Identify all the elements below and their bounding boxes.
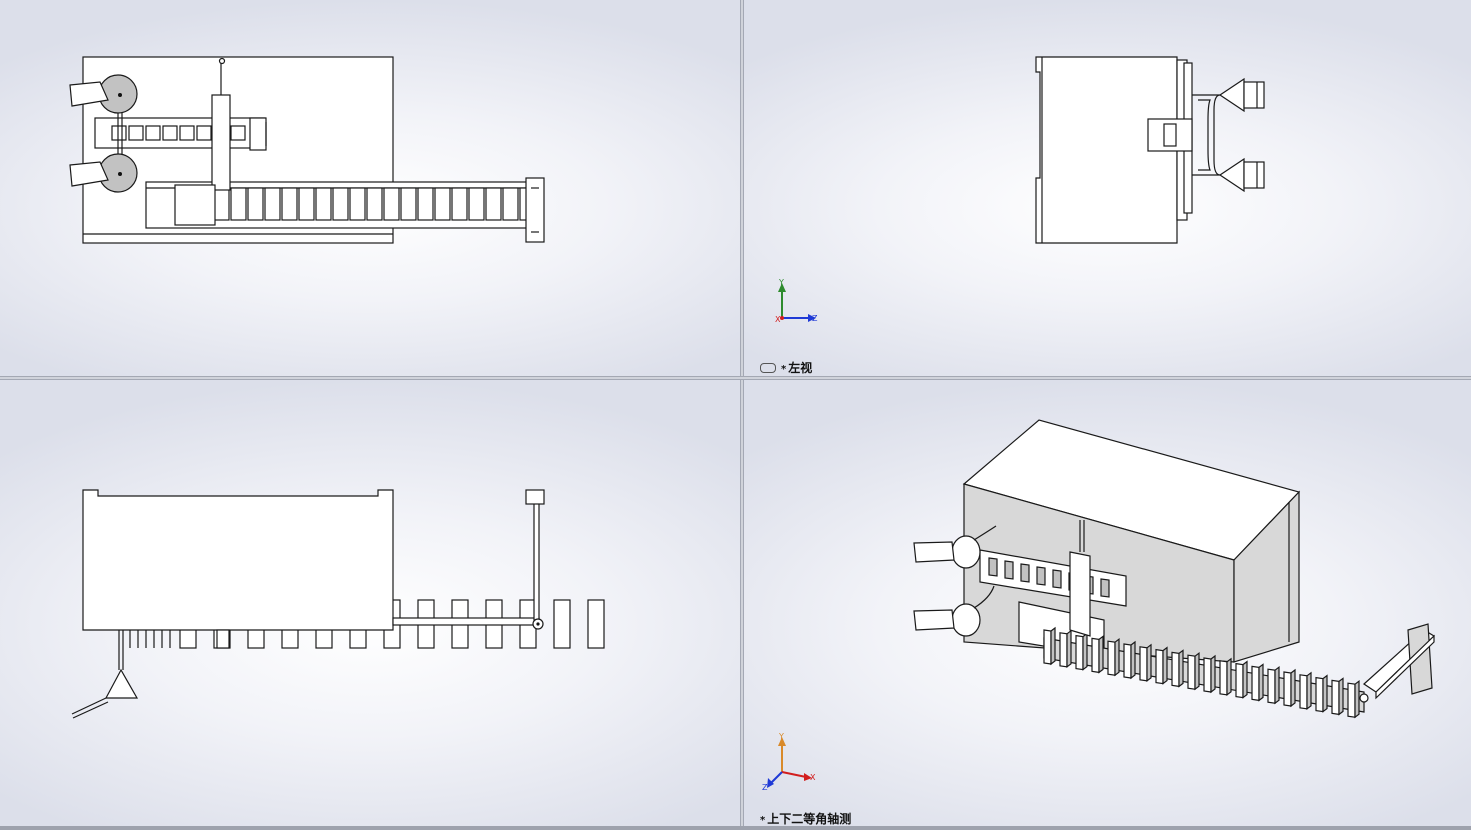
model-drawing-top-view bbox=[69, 56, 545, 244]
status-strip bbox=[0, 826, 1471, 830]
triad-label-origin: X bbox=[775, 315, 781, 324]
view-name-label[interactable]: *左视 bbox=[760, 359, 812, 376]
triad-label-up: Y bbox=[778, 278, 784, 287]
view-name-label-iso[interactable]: *上下二等角轴测 bbox=[760, 812, 852, 826]
triad-label-right: X bbox=[810, 773, 816, 782]
vertical-splitter[interactable] bbox=[740, 0, 744, 830]
triad-label-origin: Z bbox=[762, 783, 768, 792]
model-drawing-front-view bbox=[71, 489, 605, 719]
model-drawing-left-view bbox=[1035, 56, 1265, 244]
model-drawing-isometric-view bbox=[913, 419, 1435, 719]
viewport-bottom-left[interactable] bbox=[0, 380, 740, 826]
horizontal-splitter[interactable] bbox=[0, 376, 1471, 380]
coordinate-triad-iso: Y X Z bbox=[762, 732, 816, 792]
coordinate-triad: Y Z X bbox=[775, 278, 818, 324]
viewport-top-right[interactable]: Y Z X *左视 bbox=[744, 0, 1471, 376]
triad-label-right: Z bbox=[812, 314, 818, 323]
link-icon bbox=[760, 362, 776, 373]
triad-label-up: Y bbox=[778, 732, 784, 741]
viewport-top-left[interactable] bbox=[0, 0, 740, 376]
viewport-bottom-right[interactable]: Y X Z *上下二等角轴测 bbox=[744, 380, 1471, 826]
